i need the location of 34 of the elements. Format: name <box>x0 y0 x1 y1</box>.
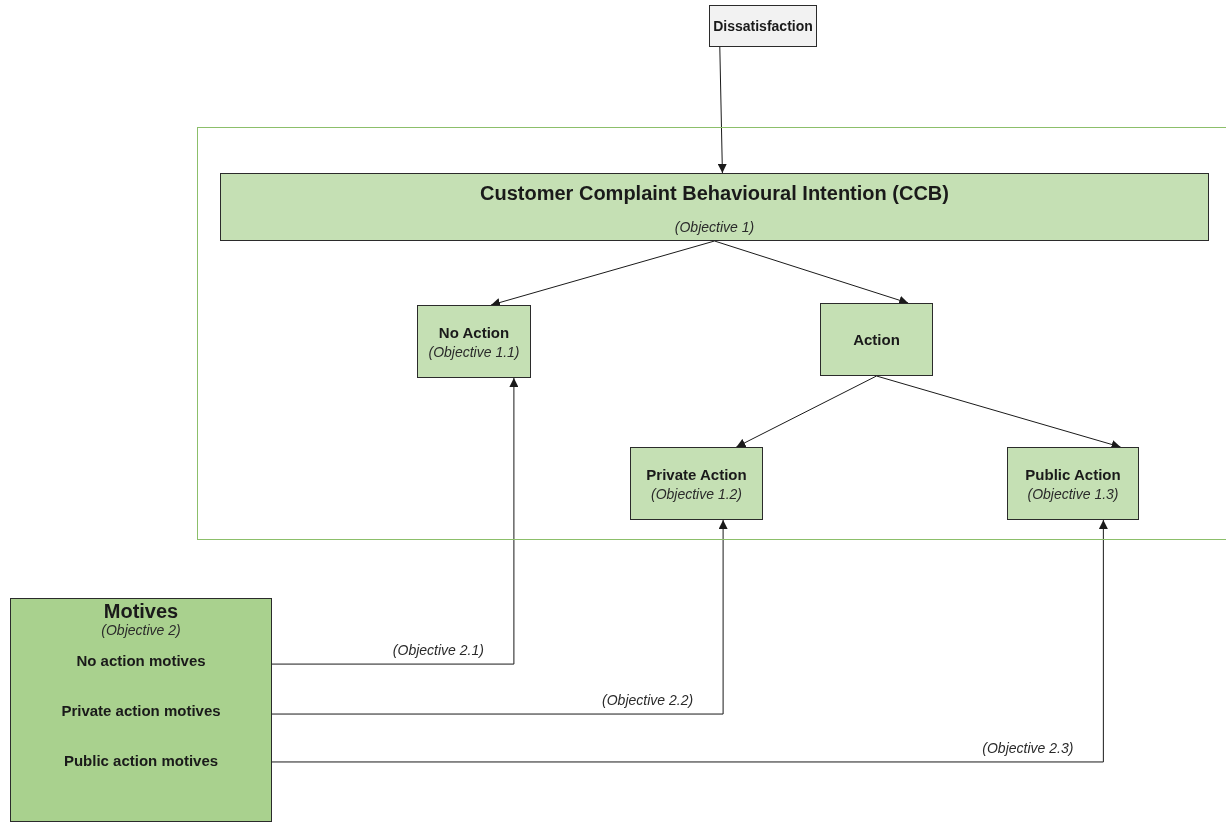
motive-item: Private action motives <box>61 701 221 721</box>
objective-text: (Objective 1) <box>674 218 755 236</box>
heading: Motives <box>103 601 179 621</box>
arrow <box>735 375 877 448</box>
arrow <box>714 240 909 305</box>
box-title: No Action <box>438 322 510 343</box>
objective-text: (Objective 1.1) <box>428 342 520 361</box>
arrow <box>717 46 727 174</box>
motives-box <box>10 598 272 822</box>
box-title: Private Action <box>646 464 747 485</box>
process-box <box>1007 447 1139 520</box>
objective-text: (Objective 2) <box>101 621 181 639</box>
motive-item: No action motives <box>76 651 206 671</box>
motive-item: Public action motives <box>63 751 219 771</box>
process-box <box>220 173 1209 241</box>
objective-text: (Objective 1.2) <box>650 484 742 503</box>
arrow <box>271 377 519 665</box>
arrow <box>490 240 715 307</box>
box-title: Customer Complaint Behavioural Intention (CCB) <box>480 181 949 206</box>
edge-label: (Objective 2.1) <box>392 641 484 660</box>
box-title: Action <box>853 329 900 350</box>
edge-label: (Objective 2.2) <box>602 691 694 710</box>
start-box <box>709 5 817 47</box>
arrow <box>271 519 728 715</box>
arrow <box>271 519 1108 763</box>
process-box <box>820 303 933 376</box>
group-frame <box>197 127 1226 540</box>
edge-label: (Objective 2.3) <box>982 738 1074 757</box>
box-title: Public Action <box>1025 464 1121 485</box>
process-box <box>630 447 763 520</box>
objective-text: (Objective 1.3) <box>1027 484 1119 503</box>
box-title: Dissatisfaction <box>713 17 813 36</box>
process-box <box>417 305 531 378</box>
arrow <box>876 375 1121 449</box>
